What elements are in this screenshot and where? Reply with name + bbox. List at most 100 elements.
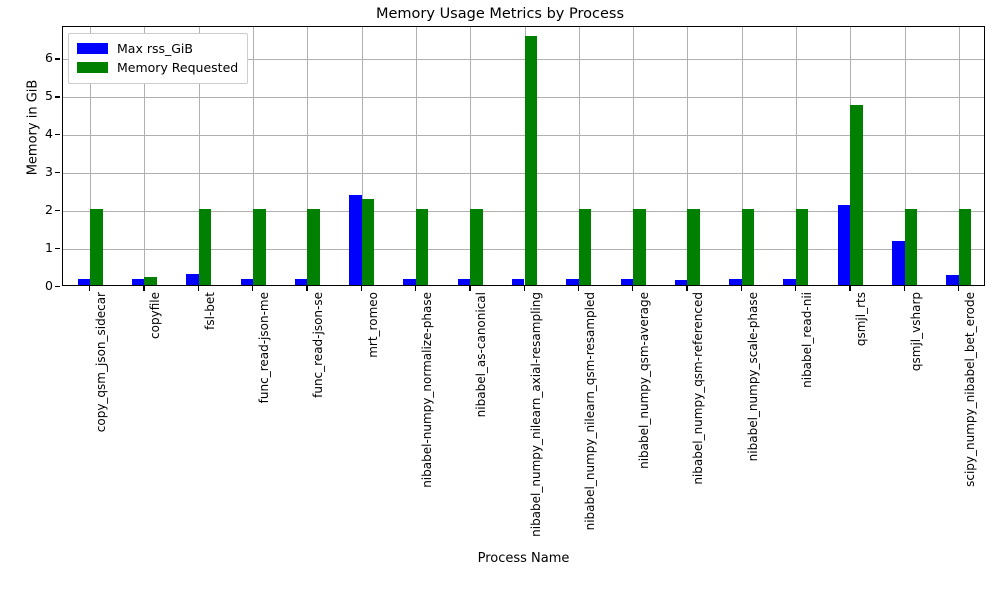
x-tick-mark — [957, 286, 960, 291]
y-tick-mark — [55, 58, 60, 60]
x-tick-label: nibabel_numpy_qsm-average — [637, 292, 652, 469]
bar — [77, 279, 91, 285]
y-tick-label: 4 — [45, 125, 53, 141]
bar — [795, 209, 809, 285]
bar — [294, 279, 308, 285]
bar — [307, 209, 320, 285]
x-tick-mark — [197, 286, 200, 291]
legend-swatch-max-rss — [77, 43, 108, 54]
x-tick-label: qsmjl_rts — [854, 292, 869, 347]
x-tick-label: copy_qsm_json_sidecar — [94, 292, 109, 433]
y-axis-tick-marks — [0, 26, 62, 288]
bar — [240, 279, 254, 285]
gridline — [307, 27, 309, 285]
bar — [361, 198, 375, 285]
x-tick-mark — [794, 286, 797, 291]
x-tick-label: nibabel_as-canonical — [474, 292, 489, 418]
x-tick-mark — [306, 286, 308, 291]
bar — [892, 241, 905, 285]
x-tick-mark — [523, 286, 525, 291]
gridline — [63, 173, 984, 175]
x-axis-tick-marks — [62, 286, 985, 292]
bar — [946, 274, 959, 285]
bar — [620, 278, 634, 285]
bar — [457, 279, 471, 285]
x-tick-label: nibabel_numpy_nilearn_axial-resampling — [528, 292, 543, 537]
x-tick-mark — [577, 286, 580, 291]
x-tick-mark — [360, 286, 362, 291]
bar — [958, 209, 972, 285]
legend-label-memory-requested: Memory Requested — [117, 60, 239, 75]
bar — [186, 273, 199, 285]
x-tick-mark — [89, 286, 91, 291]
legend-item: Max rss_GiB — [77, 39, 238, 58]
x-tick-label: mrt_romeo — [365, 292, 380, 358]
bar — [633, 209, 646, 285]
x-tick-label: nibabel-numpy_normalize-phase — [419, 292, 434, 488]
x-tick-mark — [143, 286, 145, 291]
gridline — [578, 27, 580, 285]
chart-title: Memory Usage Metrics by Process — [375, 6, 624, 22]
gridline — [904, 27, 906, 285]
y-tick-label: 6 — [45, 50, 53, 65]
bar — [837, 205, 851, 285]
y-axis-label: Memory in GiB — [25, 79, 41, 176]
gridline — [795, 27, 797, 285]
bar — [850, 105, 863, 285]
gridline — [687, 27, 689, 285]
x-tick-mark — [686, 286, 688, 291]
gridline — [741, 27, 743, 285]
gridline — [633, 27, 635, 285]
bar — [144, 277, 157, 285]
gridline — [415, 27, 417, 285]
y-tick-mark — [55, 96, 60, 98]
bar — [524, 36, 537, 285]
bar — [566, 279, 579, 285]
x-tick-label: fsl-bet — [202, 292, 217, 330]
x-tick-label: nibabel_numpy_scale-phase — [745, 292, 760, 462]
y-tick-mark — [55, 134, 60, 136]
x-tick-label: qsmjl_vsharp — [908, 292, 923, 372]
bar — [687, 209, 700, 285]
x-tick-mark — [252, 286, 254, 291]
x-tick-mark — [849, 286, 851, 291]
y-tick-label: 2 — [45, 201, 53, 217]
x-tick-mark — [469, 286, 471, 291]
bar — [674, 280, 688, 285]
x-tick-mark — [740, 286, 742, 291]
gridline — [90, 27, 92, 285]
y-tick-mark — [55, 248, 60, 250]
legend-swatch-memory-requested — [77, 62, 108, 73]
bar — [729, 279, 742, 285]
chart-legend: Max rss_GiB Memory Requested — [68, 33, 249, 84]
y-tick-label: 3 — [45, 163, 53, 179]
x-tick-label: nibabel_numpy_nilearn_qsm-resampled — [582, 292, 597, 531]
x-tick-label: scipy_numpy_nibabel_bet_erode — [962, 292, 977, 487]
x-tick-mark — [414, 286, 417, 291]
x-tick-label: nibabel_read-nii — [799, 292, 814, 388]
bar — [741, 209, 755, 285]
y-tick-mark — [55, 210, 60, 212]
x-tick-label: copyfile — [148, 292, 163, 339]
y-tick-label: 5 — [45, 87, 53, 103]
bar — [90, 209, 103, 285]
y-tick-mark — [55, 172, 60, 174]
x-axis-tick-labels: copy_qsm_json_sidecar copyfile fsl-bet func… — [62, 292, 985, 542]
gridline — [958, 27, 960, 285]
bar — [415, 209, 429, 285]
y-tick-label: 1 — [45, 239, 53, 255]
x-tick-mark — [632, 286, 634, 291]
bar — [470, 209, 483, 285]
gridline — [198, 27, 200, 285]
legend-item: Memory Requested — [77, 58, 238, 77]
legend-label-max-rss: Max rss_GiB — [117, 41, 193, 56]
bar — [403, 279, 416, 285]
gridline — [63, 135, 984, 137]
bar — [904, 209, 918, 285]
x-tick-label: nibabel_numpy_qsm-referenced — [691, 292, 706, 485]
bar — [783, 279, 796, 285]
gridline — [63, 249, 984, 251]
gridline — [253, 27, 255, 285]
x-tick-label: func_read-json-se — [311, 292, 326, 398]
